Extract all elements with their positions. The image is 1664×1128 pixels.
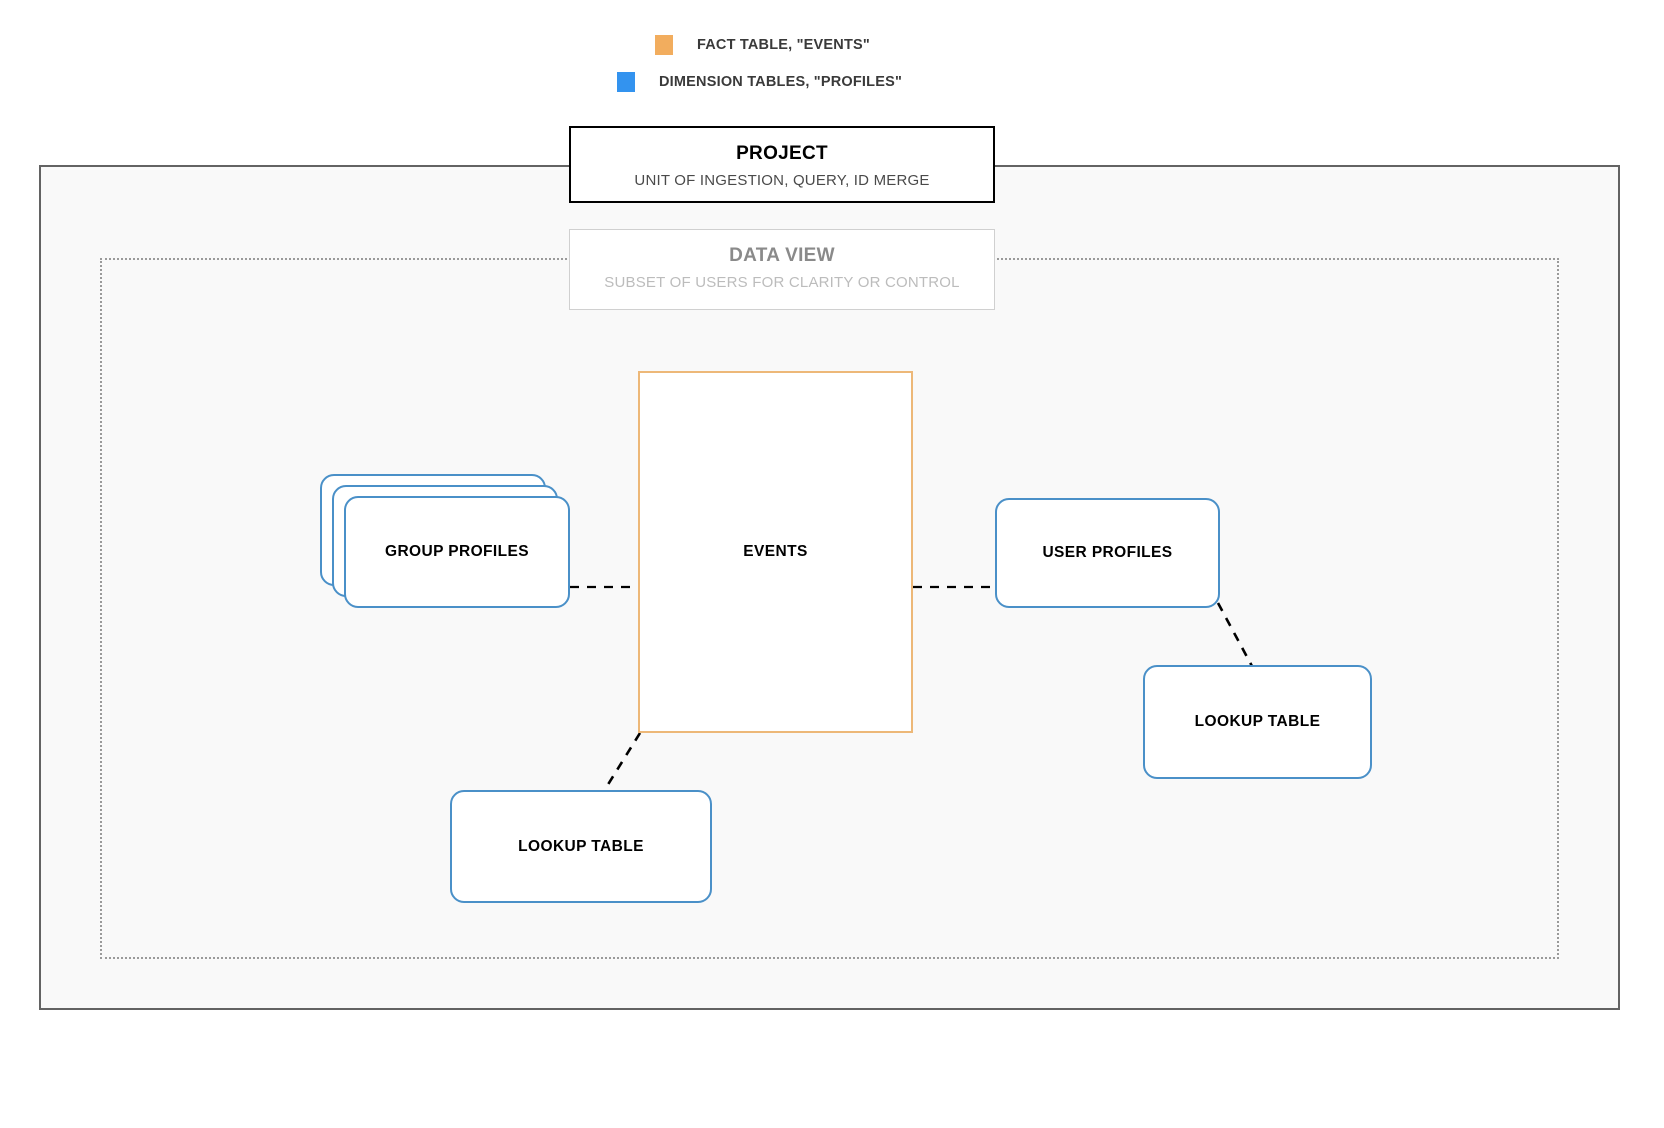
entity-user-profiles[interactable]: USER PROFILES — [995, 498, 1220, 608]
entity-events-label: EVENTS — [743, 543, 808, 560]
orange-square-swatch — [655, 35, 673, 55]
legend-item-fact-table: FACT TABLE, "EVENTS" — [0, 30, 1664, 60]
project-subtitle: UNIT OF INGESTION, QUERY, ID MERGE — [634, 172, 930, 189]
entity-lookup-table-right-label: LOOKUP TABLE — [1194, 713, 1321, 730]
entity-lookup-table-right[interactable]: LOOKUP TABLE — [1143, 665, 1372, 779]
entity-lookup-table-bottom-label: LOOKUP TABLE — [518, 837, 644, 855]
legend: FACT TABLE, "EVENTS" DIMENSION TABLES, "… — [0, 30, 1664, 97]
entity-events[interactable]: EVENTS — [638, 371, 913, 733]
legend-label-dimension-tables: DIMENSION TABLES, "PROFILES" — [659, 74, 903, 90]
data-view-label-box: DATA VIEW SUBSET OF USERS FOR CLARITY OR… — [569, 229, 995, 310]
entity-group-profiles-label: GROUP PROFILES — [385, 543, 529, 560]
project-title: PROJECT — [736, 143, 828, 164]
data-view-title: DATA VIEW — [729, 245, 835, 266]
project-label-box: PROJECT UNIT OF INGESTION, QUERY, ID MER… — [569, 126, 995, 203]
blue-square-swatch — [617, 72, 635, 92]
data-view-subtitle: SUBSET OF USERS FOR CLARITY OR CONTROL — [604, 274, 960, 291]
entity-group-profiles[interactable]: GROUP PROFILES — [320, 474, 570, 609]
entity-lookup-table-bottom[interactable]: LOOKUP TABLE — [450, 790, 712, 903]
legend-item-dimension-tables: DIMENSION TABLES, "PROFILES" — [0, 67, 1664, 97]
legend-label-fact-table: FACT TABLE, "EVENTS" — [697, 37, 870, 53]
group-profiles-card-front[interactable]: GROUP PROFILES — [344, 496, 570, 608]
entity-user-profiles-label: USER PROFILES — [1042, 544, 1173, 561]
